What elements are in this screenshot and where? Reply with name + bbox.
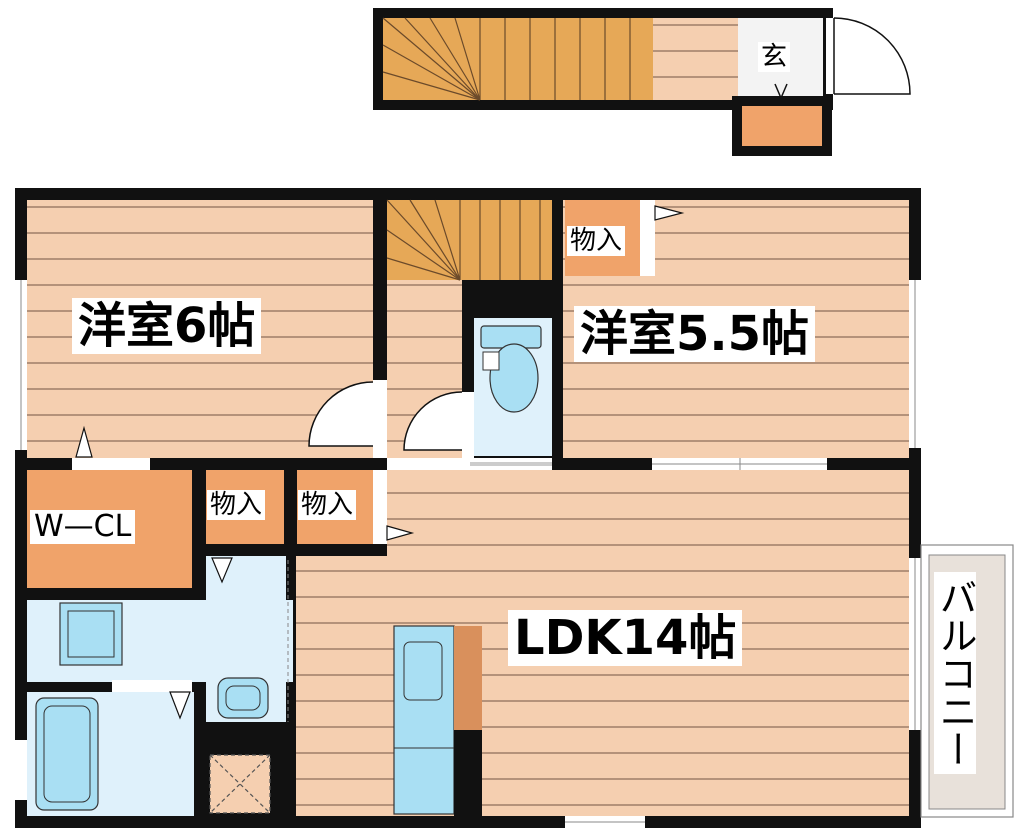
room-east-label: 洋室5.5帖	[574, 306, 816, 362]
balcony-label: バルコニー	[933, 572, 977, 774]
kitchen-sink-icon	[403, 641, 443, 701]
toilet-door-swing	[403, 391, 463, 451]
lower-stairs	[387, 200, 552, 280]
storage-mid-left-label: 物入	[207, 490, 266, 520]
upper-stairs	[382, 17, 631, 101]
toilet-bowl-icon	[489, 343, 539, 413]
windows	[15, 280, 921, 828]
room-west-door-swing	[308, 381, 374, 447]
floor-hatch	[209, 754, 271, 814]
kitchen-backsplash	[454, 626, 482, 730]
room-west-label: 洋室6帖	[72, 298, 262, 354]
walk-in-closet-label: W—CL	[30, 510, 136, 544]
entrance-label: 玄	[758, 42, 791, 72]
entrance-arrow-icon	[774, 83, 788, 100]
entrance-block	[373, 8, 911, 156]
storage-upper-label: 物入	[567, 226, 626, 256]
storage-mid-right-label: 物入	[298, 490, 357, 520]
entrance-door-swing	[833, 17, 911, 95]
ldk-label: LDK14帖	[508, 610, 743, 666]
